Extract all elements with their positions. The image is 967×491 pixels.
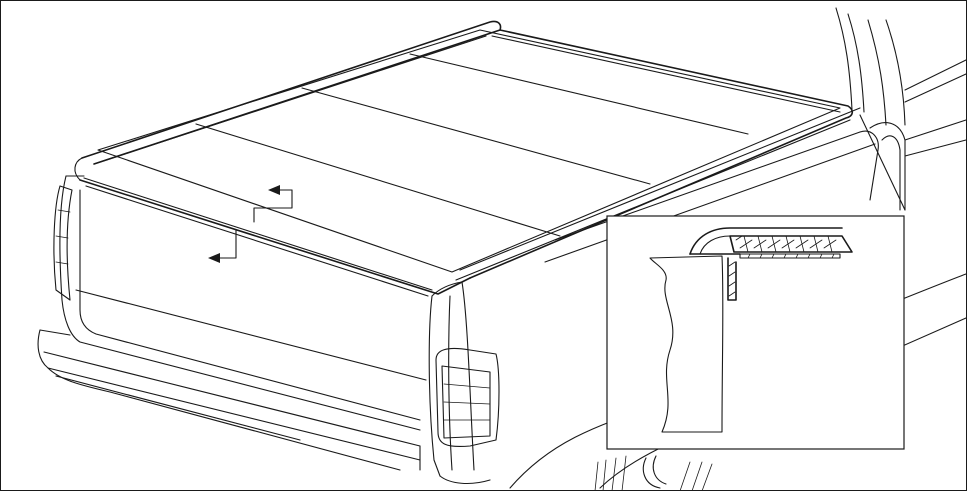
truck-cab <box>835 7 967 211</box>
detail-inset <box>606 215 905 450</box>
panel-seam-1 <box>195 123 561 237</box>
cover-panel-section <box>729 235 853 253</box>
arrow-left-icon <box>208 229 237 263</box>
bed-wall-profile <box>649 255 724 433</box>
side-rails <box>74 20 861 295</box>
tonneau-cover <box>97 29 841 273</box>
left-tail-light <box>53 185 73 301</box>
rear-bumper <box>37 329 421 471</box>
rail-cap <box>689 227 843 255</box>
rear-wheel <box>594 455 713 491</box>
inset-frame <box>606 215 905 450</box>
right-corner-post <box>428 281 491 485</box>
panel-seam-2 <box>301 87 651 185</box>
tailgate <box>59 175 433 431</box>
rail-profile <box>727 257 737 301</box>
arrow-left-icon <box>253 185 293 223</box>
seal-strip <box>739 253 841 259</box>
right-tail-light <box>435 347 500 448</box>
panel-seam-3 <box>409 53 749 135</box>
